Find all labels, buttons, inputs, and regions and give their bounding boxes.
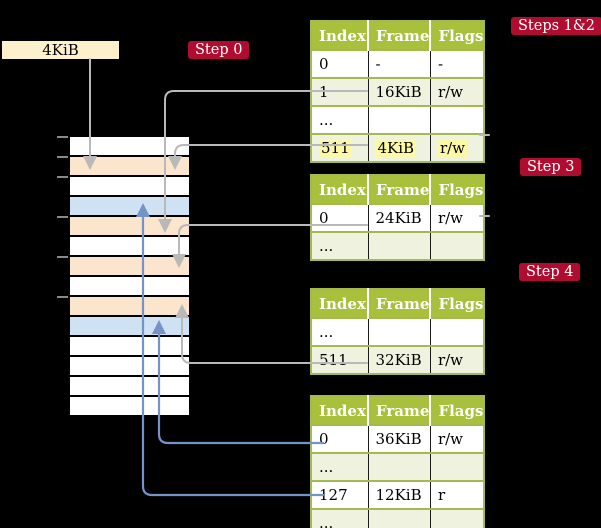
cell-frame: 24KiB: [367, 203, 431, 232]
cell-frame: [367, 317, 431, 346]
cell-frame: [367, 508, 431, 528]
table-row: 511 32KiB r/w: [311, 345, 485, 374]
memory-frame-row: [70, 357, 189, 377]
cell-index: ...: [311, 508, 368, 528]
page-table-2: Index Frame Flags 0 24KiB r/w ...: [310, 174, 486, 261]
table-row: ...: [311, 105, 485, 134]
cell-index: 0: [311, 49, 368, 78]
cell-flags: r: [429, 480, 485, 509]
cell-index: 511: [311, 345, 368, 374]
cell-flags: r/w: [429, 345, 485, 374]
col-header-index: Index: [311, 21, 368, 50]
table-header-row: Index Frame Flags: [311, 396, 485, 425]
cell-frame: [367, 452, 431, 481]
page-table-4: Index Frame Flags 0 36KiB r/w ... 127 12…: [310, 395, 486, 528]
col-header-index: Index: [311, 289, 368, 318]
table-row: ...: [311, 231, 485, 260]
cell-frame: -: [367, 49, 431, 78]
table-row: ...: [311, 508, 485, 528]
cell-frame: [367, 231, 431, 260]
cell-frame: [367, 105, 431, 134]
table-row: 0 24KiB r/w: [311, 203, 485, 232]
memory-frame-row: [70, 217, 189, 237]
memory-frame-row: [70, 277, 189, 297]
memory-frame-row: [70, 317, 189, 337]
table-header-row: Index Frame Flags: [311, 175, 485, 204]
cell-index: ...: [311, 317, 368, 346]
cell-index: 511: [311, 133, 368, 162]
memory-frame-row: [70, 237, 189, 257]
step-4-label: Step 4: [519, 263, 581, 281]
col-header-index: Index: [311, 396, 368, 425]
cell-index: ...: [311, 452, 368, 481]
memory-frame-row: [70, 197, 189, 217]
cell-flags: r/w: [429, 203, 485, 232]
memory-frame-row: [70, 137, 189, 157]
table-row: 1 16KiB r/w: [311, 77, 485, 106]
memory-frame-row: [70, 397, 189, 417]
col-header-frame: Frame: [366, 21, 431, 50]
cell-index: ...: [311, 231, 368, 260]
cell-flags: -: [429, 49, 485, 78]
cell-flags: r/w: [429, 77, 485, 106]
cell-frame: 32KiB: [367, 345, 431, 374]
cell-flags: [429, 452, 485, 481]
col-header-flags: Flags: [429, 175, 485, 204]
cell-flags: r/w: [429, 424, 485, 453]
memory-frame-row: [70, 337, 189, 357]
root-table-address-label: 4KiB: [42, 41, 79, 59]
cell-flags: r/w: [429, 133, 485, 162]
table-row: 127 12KiB r: [311, 480, 485, 509]
table-row: 0 36KiB r/w: [311, 424, 485, 453]
table-row: ...: [311, 452, 485, 481]
table-row: 0 - -: [311, 49, 485, 78]
memory-frame-row: [70, 157, 189, 177]
table-header-row: Index Frame Flags: [311, 21, 485, 50]
memory-frame-row: [70, 257, 189, 277]
memory-frame-row: [70, 297, 189, 317]
highlight-value: 4KiB: [375, 139, 417, 157]
root-table-address-box: 4KiB: [2, 41, 119, 59]
col-header-index: Index: [311, 175, 368, 204]
cell-index: 1: [311, 77, 368, 106]
cell-index: ...: [311, 105, 368, 134]
cell-frame: 16KiB: [367, 77, 431, 106]
table-row: ...: [311, 317, 485, 346]
step-3-label: Step 3: [520, 158, 582, 176]
highlight-value: r/w: [437, 139, 468, 157]
memory-column: [70, 137, 189, 417]
memory-frame-row: [70, 377, 189, 397]
table-row-highlighted: 511 4KiB r/w: [311, 133, 485, 162]
page-table-3: Index Frame Flags ... 511 32KiB r/w: [310, 288, 486, 375]
cell-flags: [429, 105, 485, 134]
col-header-frame: Frame: [366, 175, 431, 204]
cell-index: 127: [311, 480, 368, 509]
memory-frame-row: [70, 177, 189, 197]
cell-flags: [429, 231, 485, 260]
col-header-frame: Frame: [366, 396, 431, 425]
address-ticks: [57, 136, 68, 298]
cell-frame: 12KiB: [367, 480, 431, 509]
page-table-1: Index Frame Flags 0 - - 1 16KiB r/w ... …: [310, 20, 486, 163]
col-header-frame: Frame: [366, 289, 431, 318]
step-0-label: Step 0: [188, 41, 250, 59]
table-header-row: Index Frame Flags: [311, 289, 485, 318]
col-header-flags: Flags: [429, 396, 485, 425]
cell-index: 0: [311, 203, 368, 232]
highlight-value: 511: [319, 139, 352, 157]
steps-1-2-label: Steps 1&2: [511, 17, 601, 35]
col-header-flags: Flags: [429, 21, 485, 50]
cell-index: 0: [311, 424, 368, 453]
cell-frame: 4KiB: [367, 133, 431, 162]
cell-frame: 36KiB: [367, 424, 431, 453]
col-header-flags: Flags: [429, 289, 485, 318]
cell-flags: [429, 317, 485, 346]
cell-flags: [429, 508, 485, 528]
